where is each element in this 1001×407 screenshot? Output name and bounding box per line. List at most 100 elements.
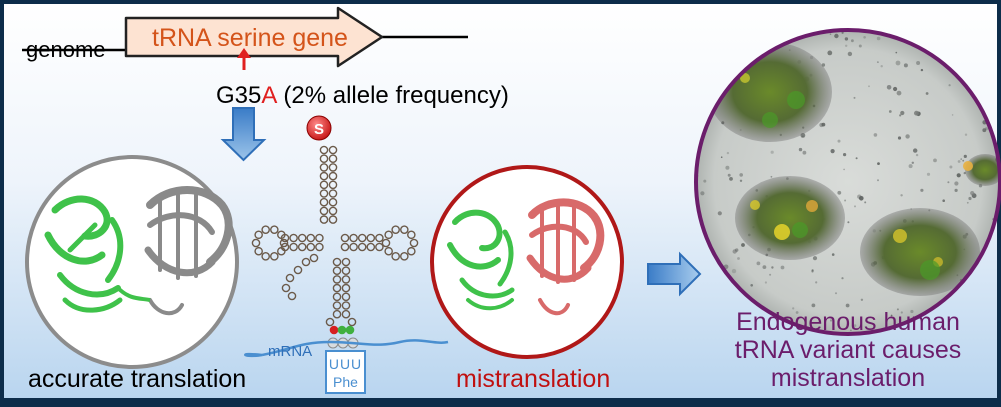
cell-speck: [850, 329, 852, 332]
cell-speck: [811, 303, 816, 308]
cell-speck: [821, 122, 826, 127]
cell-speck: [895, 51, 898, 54]
codon-amino-acid: Phe: [333, 374, 358, 390]
cell-speck: [914, 110, 919, 116]
cell-speck: [843, 168, 845, 171]
trna-nucleotide: [315, 233, 324, 243]
mrna-section: mRNA UUU Phe: [244, 339, 449, 394]
mutation-note: (2% allele frequency): [283, 82, 508, 109]
trna-nucleotide: [357, 242, 367, 252]
trna-nucleotide: [301, 257, 311, 267]
red-ribbon: [528, 198, 605, 272]
cell-speck: [905, 134, 910, 139]
cell-speck: [851, 39, 854, 43]
trna-nucleotide: [341, 266, 351, 276]
trna-nucleotide: [332, 275, 342, 284]
green-protein-left: [44, 195, 124, 313]
trna-nucleotide: [328, 197, 338, 207]
trna-nucleotide: [306, 242, 316, 252]
cell-speck: [858, 44, 862, 48]
cell-speck: [834, 33, 839, 39]
cell-speck: [966, 201, 969, 204]
trna-nucleotide: [332, 257, 342, 267]
cell-speck: [844, 37, 849, 41]
cell-speck: [811, 270, 814, 273]
cell-speck: [835, 292, 837, 295]
cell-speck: [920, 68, 924, 72]
cell-speck: [844, 199, 847, 202]
red-ribbon: [538, 298, 570, 316]
cell-speck: [970, 191, 975, 196]
cell-speck: [771, 266, 774, 269]
accurate-circle: [25, 155, 239, 369]
result-line-3: mistranslation: [771, 364, 925, 392]
mutation-marker: G35A(2% allele frequency): [216, 48, 509, 109]
gray-ribbon: [146, 186, 233, 266]
result-caption: Endogenous human tRNA variant causes mis…: [735, 308, 962, 392]
cell-speck: [737, 257, 740, 260]
cell-speck: [860, 298, 864, 301]
cell-speck: [908, 164, 913, 169]
serine-badge: S: [306, 115, 332, 141]
cell-speck: [925, 92, 929, 95]
green-spot: [792, 222, 808, 238]
trna-nucleotide: [407, 246, 416, 256]
trna-nucleotide: [341, 275, 351, 284]
trna-nucleotide: [287, 291, 297, 301]
trna-nucleotide: [332, 292, 342, 302]
trna-nucleotide: [270, 252, 279, 261]
cell-speck: [792, 307, 795, 310]
cell-speck: [845, 303, 850, 308]
trna-nucleotide: [297, 242, 307, 252]
cell-speck: [877, 179, 879, 182]
cell-speck: [890, 314, 893, 317]
trna-nucleotide: [319, 197, 329, 207]
trna-nucleotide: [341, 301, 351, 310]
cell-speck: [859, 196, 864, 201]
cell-speck: [731, 268, 737, 274]
cell-colony: [735, 176, 845, 260]
trna-nucleotide: [319, 154, 329, 163]
trna-nucleotide: [384, 246, 393, 256]
cell-speck: [900, 110, 905, 116]
gray-protein-left: [144, 186, 233, 316]
trna-nucleotide: [261, 252, 270, 261]
cell-speck: [863, 36, 866, 39]
green-ribbon: [105, 217, 124, 283]
serine-badge-circle: [306, 115, 332, 141]
green-spot: [762, 112, 778, 128]
cell-speck: [896, 90, 902, 96]
cell-speck: [954, 188, 958, 192]
linker-left: [116, 286, 151, 302]
mistranslation-label: mistranslation: [456, 365, 610, 393]
codon-label: UUU: [329, 356, 362, 372]
trna-nucleotide: [328, 180, 338, 190]
trna-nucleotide: [319, 180, 329, 190]
mutation-arrow-head: [237, 48, 251, 58]
cell-speck: [957, 160, 961, 163]
cell-speck: [841, 31, 844, 34]
green-spot: [787, 91, 805, 109]
cell-speck: [770, 150, 774, 154]
trna-nucleotide: [325, 317, 335, 327]
cell-speck: [916, 61, 921, 65]
mutation-position: G35: [216, 82, 261, 109]
trna-nucleotide: [400, 252, 409, 261]
serine-badge-letter: S: [314, 121, 324, 138]
yellow-spot: [740, 73, 750, 83]
cell-speck: [855, 157, 858, 160]
cell-speck: [837, 190, 842, 195]
cell-speck: [963, 154, 967, 158]
trna-nucleotide: [261, 225, 270, 234]
trna-nucleotide: [375, 242, 384, 252]
gene-arrow-shape: [124, 6, 384, 68]
cell-speck: [853, 324, 857, 327]
green-ribbon: [452, 209, 503, 252]
green-ribbon: [459, 277, 515, 299]
cell-speck: [700, 191, 705, 196]
right-arrow: [647, 251, 702, 297]
trna-nucleotide: [349, 233, 358, 243]
trna-nucleotide: [328, 163, 338, 172]
cell-speck: [845, 44, 848, 47]
trna-nucleotide: [277, 230, 286, 240]
